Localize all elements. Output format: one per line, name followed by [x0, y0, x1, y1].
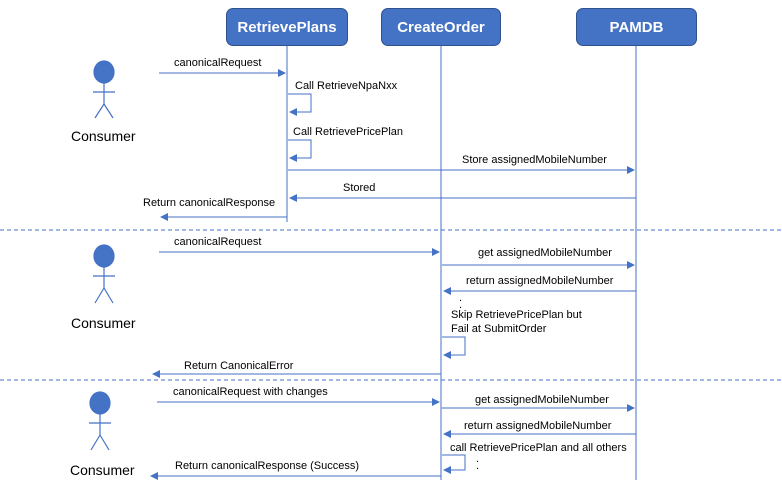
message-label: return assignedMobileNumber [464, 420, 612, 432]
message-label: canonicalRequest [174, 236, 262, 248]
participant-retrieveplans: RetrievePlans [226, 8, 348, 46]
message-label: Stored [343, 182, 376, 194]
consumer-actor [93, 244, 115, 304]
message-label: canonicalRequest with changes [173, 386, 328, 398]
continuation-dots: .. [476, 453, 480, 472]
message-label: Return CanonicalError [184, 360, 294, 372]
message-label: Call RetrieveNpaNxx [295, 80, 398, 92]
consumer-actor [89, 391, 111, 451]
actor-label: Consumer [70, 462, 135, 478]
continuation-dots: .. [459, 292, 463, 311]
message-label: canonicalRequest [174, 57, 262, 69]
message-label: Call RetrievePricePlan [293, 126, 404, 138]
self-call-arrow [442, 336, 466, 359]
message-label: get assignedMobileNumber [478, 247, 612, 259]
consumer-actor [93, 60, 115, 119]
participant-pamdb: PAMDB [576, 8, 697, 46]
self-call-arrow [288, 139, 312, 162]
actor-label: Consumer [71, 128, 136, 144]
message-label: return assignedMobileNumber [466, 275, 614, 287]
message-label: Return canonicalResponse [143, 197, 276, 209]
self-call-arrow [288, 93, 312, 116]
actor-label: Consumer [71, 315, 136, 331]
message-label: Skip RetrievePricePlan but [451, 309, 582, 321]
self-call-arrow [442, 454, 466, 474]
message-label: Return canonicalResponse (Success) [175, 460, 360, 472]
message-label: Fail at SubmitOrder [451, 323, 547, 335]
message-label: Store assignedMobileNumber [462, 154, 607, 166]
participant-createorder: CreateOrder [381, 8, 501, 46]
message-label: get assignedMobileNumber [475, 394, 609, 406]
message-label: call RetrievePricePlan and all others [450, 442, 627, 454]
